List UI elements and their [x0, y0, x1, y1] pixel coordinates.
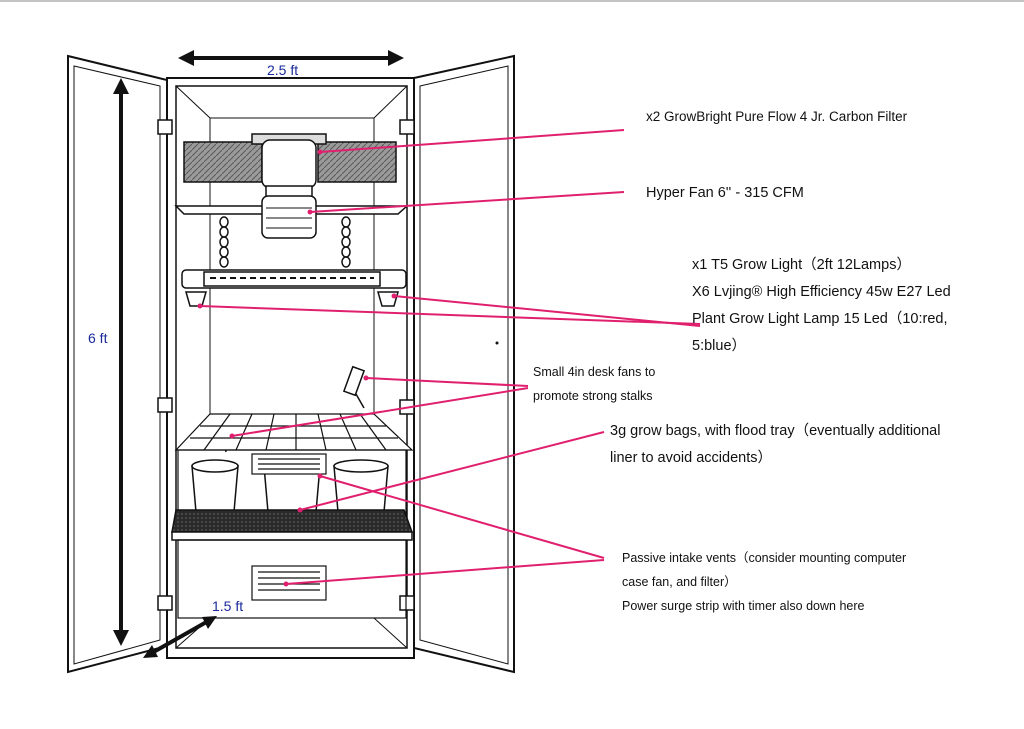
lights-label: x1 T5 Grow Light（2ft 12Lamps） X6 Lvjing®…: [692, 252, 951, 360]
desk-fan-right: [342, 365, 366, 409]
lower-compartment: [177, 539, 407, 619]
door-mark: [495, 341, 499, 345]
light-chains: [219, 216, 351, 268]
wire-shelf: [174, 413, 414, 451]
desk-fans-line-1: Small 4in desk fans to: [533, 365, 656, 379]
t5-grow-light: [181, 269, 407, 289]
lights-line-4: 5:blue）: [692, 338, 747, 354]
hyper-fan: [261, 185, 317, 239]
height-label: 6 ft: [88, 330, 108, 346]
intake-line-2: case fan, and filter）: [622, 575, 737, 589]
intake-label: Passive intake vents（consider mounting c…: [622, 546, 906, 618]
flood-tray: [171, 509, 414, 541]
intake-line-3: Power surge strip with timer also down h…: [622, 599, 865, 613]
desk-fans-line-2: promote strong stalks: [533, 389, 653, 403]
lights-line-3: Plant Grow Light Lamp 15 Led（10:red,: [692, 311, 948, 327]
callout-lines: [199, 129, 701, 585]
grow-bags-label: 3g grow bags, with flood tray（eventually…: [610, 418, 940, 472]
left-door: [67, 54, 168, 674]
intake-line-1: Passive intake vents（consider mounting c…: [622, 551, 907, 565]
desk-fans-label: Small 4in desk fans to promote strong st…: [533, 360, 655, 408]
callout-dots: [197, 149, 397, 587]
grow-bags-line-1: 3g grow bags, with flood tray（eventually…: [610, 423, 941, 439]
depth-label: 1.5 ft: [212, 598, 244, 614]
right-door: [413, 54, 515, 674]
lights-line-2: X6 Lvjing® High Efficiency 45w E27 Led: [692, 284, 951, 300]
grow-bags-line-2: liner to avoid accidents）: [610, 450, 772, 466]
dimension-arrows: [113, 50, 404, 658]
upper-intake-vent: [251, 453, 327, 475]
width-label: 2.5 ft: [267, 62, 299, 78]
carbon-filters: [183, 133, 397, 189]
lights-line-1: x1 T5 Grow Light（2ft 12Lamps）: [692, 257, 911, 273]
carbon-filter-label: x2 GrowBright Pure Flow 4 Jr. Carbon Fil…: [646, 109, 908, 124]
fan-label: Hyper Fan 6'' - 315 CFM: [646, 185, 804, 201]
